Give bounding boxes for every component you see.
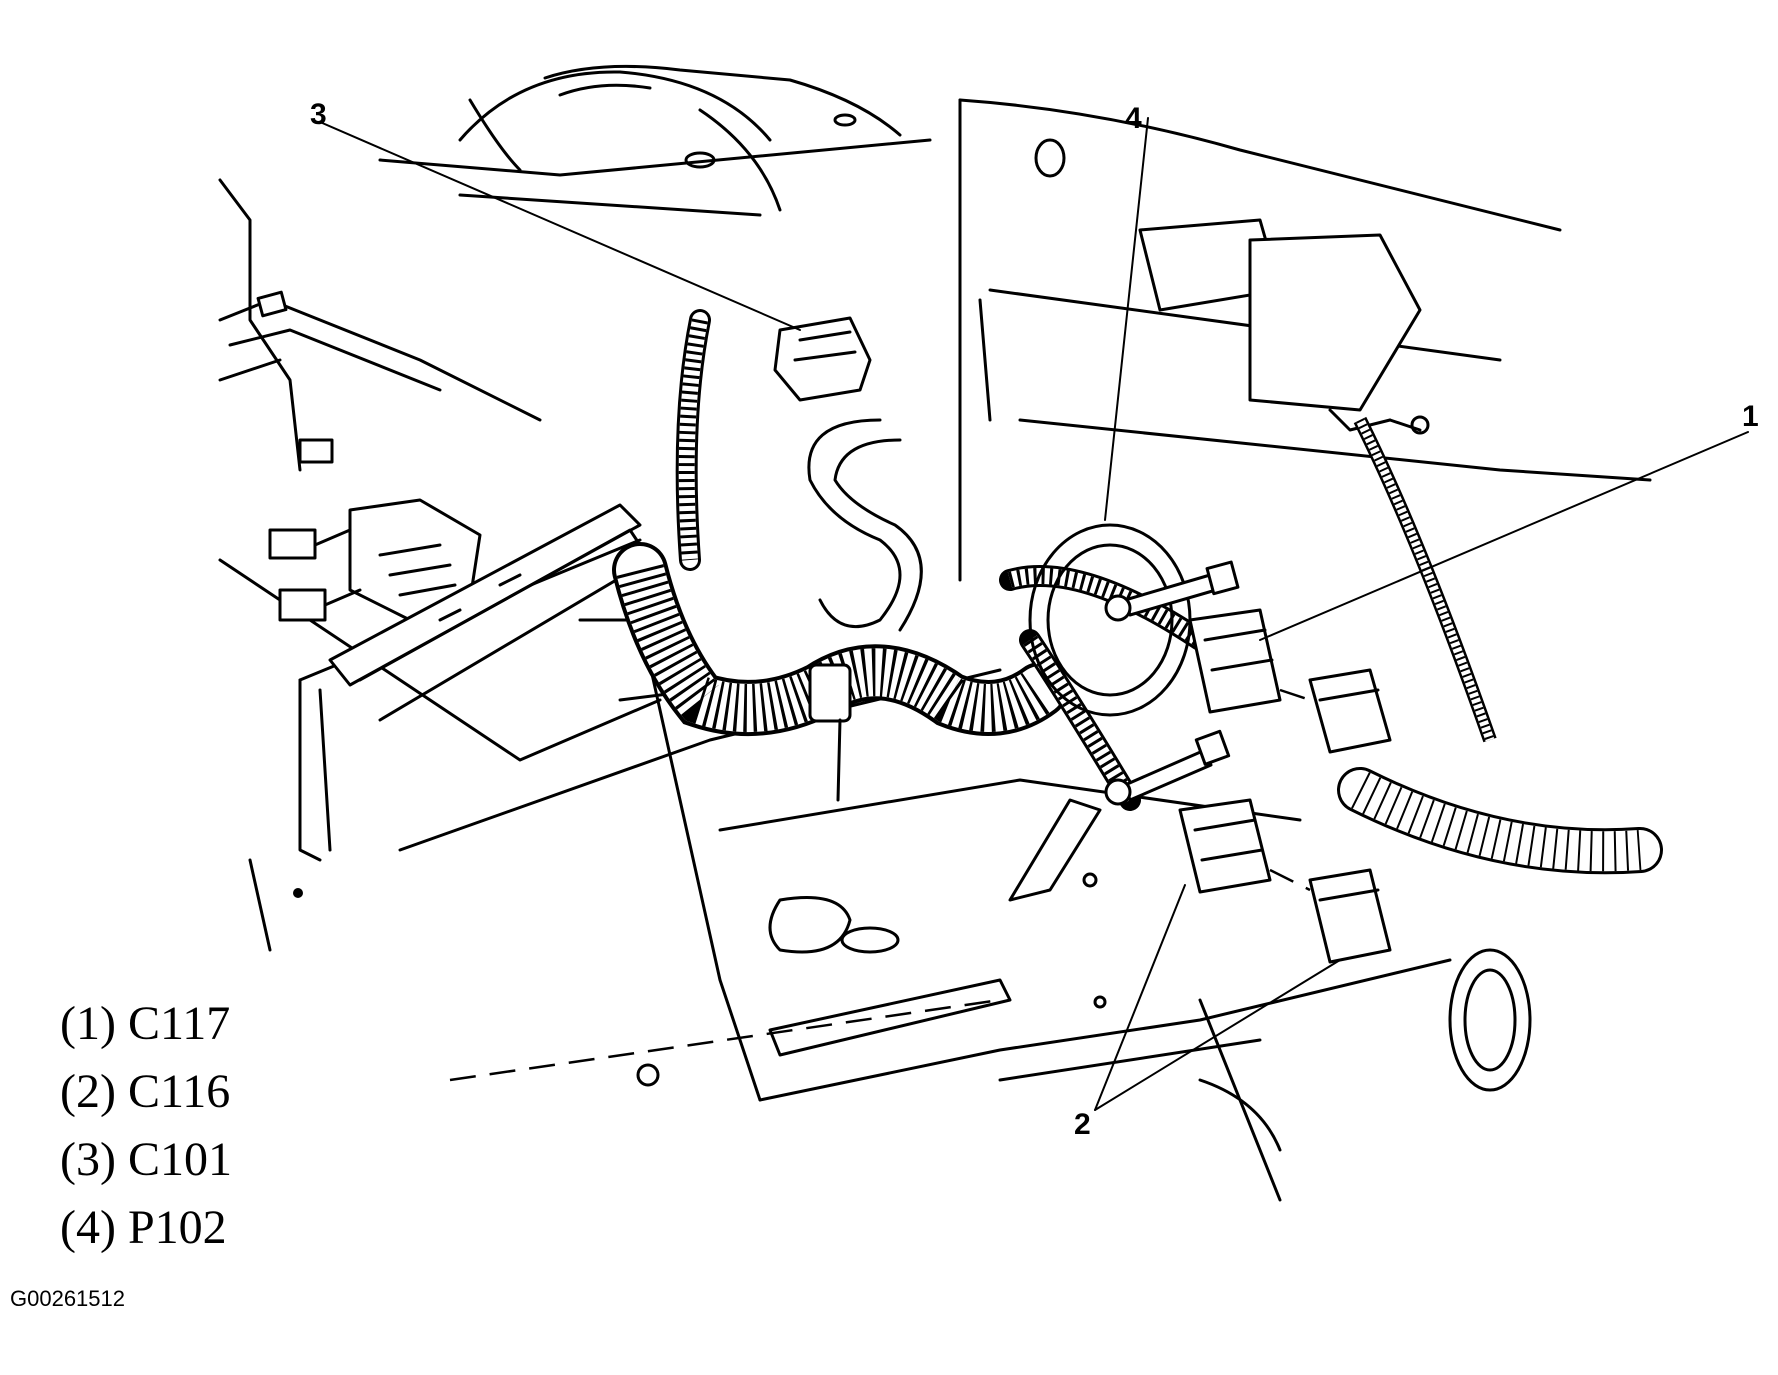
blower-motor [1138, 218, 1430, 435]
legend-key: (1) [60, 997, 116, 1050]
figure-id: G00261512 [10, 1286, 125, 1311]
legend-code: C101 [127, 1133, 232, 1186]
bolts [1104, 560, 1240, 806]
wiring-harness [612, 309, 1663, 875]
legend-key: (2) [60, 1065, 116, 1118]
callout-4: 4 [1125, 102, 1142, 135]
legend-code: C116 [127, 1065, 231, 1118]
legend-row: (2) C116 [60, 1058, 232, 1126]
callout-1: 1 [1742, 400, 1759, 433]
connector-c116 [1178, 798, 1392, 964]
callout-3: 3 [310, 98, 327, 131]
legend-row: (1) C117 [60, 990, 232, 1058]
connector-c117 [1188, 608, 1392, 754]
connector-legend: (1) C117 (2) C116 (3) C101 (4) P102 [60, 990, 232, 1262]
s-bracket [807, 418, 923, 632]
legend-key: (3) [60, 1133, 116, 1186]
callout-2: 2 [1074, 1108, 1091, 1141]
callout-leaders [319, 117, 1749, 1111]
legend-key: (4) [60, 1201, 116, 1254]
strut-tower [378, 64, 932, 217]
legend-code: C117 [127, 997, 231, 1050]
legend-code: P102 [127, 1201, 227, 1254]
connector-c101 [773, 316, 872, 402]
legend-row: (4) P102 [60, 1194, 232, 1262]
legend-row: (3) C101 [60, 1126, 232, 1194]
center-panel [958, 98, 1652, 582]
relay-block [268, 498, 482, 622]
